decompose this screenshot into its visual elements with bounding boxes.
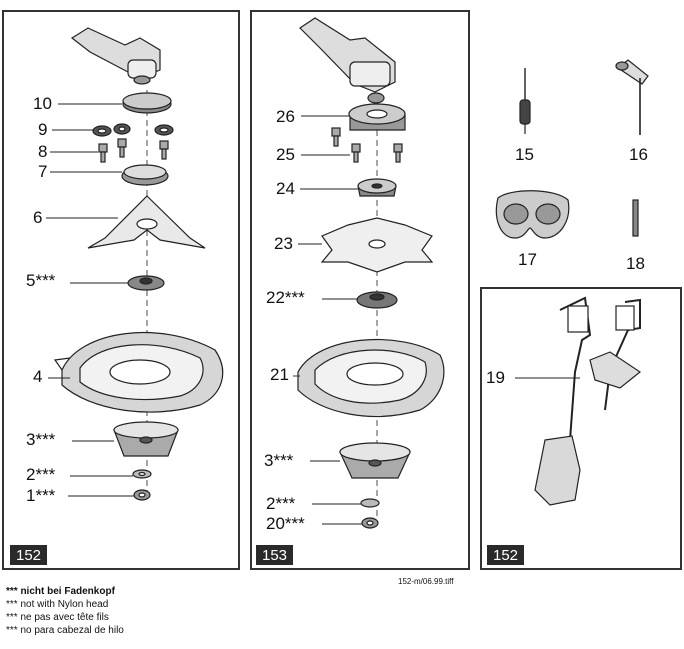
label-part-26: 26 bbox=[276, 107, 295, 126]
label-part-16: 16 bbox=[629, 145, 648, 164]
footnote-german: *** nicht bei Fadenkopf bbox=[6, 586, 115, 597]
harness-panel bbox=[480, 287, 682, 570]
label-part-5: 5*** bbox=[26, 271, 56, 290]
footnote-spanish: *** no para cabezal de hilo bbox=[6, 625, 124, 636]
part-16-socket-wrench bbox=[615, 59, 649, 135]
label-part-15: 15 bbox=[515, 145, 534, 164]
label-part-1: 1*** bbox=[26, 486, 56, 505]
label-part-2: 2*** bbox=[26, 465, 56, 484]
panel-badge-middle: 153 bbox=[256, 545, 294, 565]
part-18-pin bbox=[632, 199, 639, 237]
footnote-french: *** ne pas avec tête fils bbox=[6, 612, 109, 623]
label-part-20: 20*** bbox=[266, 514, 305, 533]
exploded-view-panel-left bbox=[2, 10, 240, 570]
label-part-9: 9 bbox=[38, 120, 48, 139]
gearbox-head-left bbox=[70, 27, 161, 85]
label-part-7: 7 bbox=[38, 162, 48, 181]
image-filename: 152-m/06.99.tiff bbox=[398, 577, 454, 586]
label-part-10: 10 bbox=[33, 94, 52, 113]
label-part-22: 22*** bbox=[266, 288, 305, 307]
part-3-cup bbox=[113, 421, 179, 457]
label-part-2-middle: 2*** bbox=[266, 494, 296, 513]
label-part-19: 19 bbox=[486, 368, 505, 387]
footnote-english: *** not with Nylon head bbox=[6, 599, 109, 610]
part-26-flange bbox=[348, 103, 406, 131]
part-25-bolts bbox=[331, 127, 403, 163]
label-part-21: 21 bbox=[270, 365, 289, 384]
panel-badge-right: 152 bbox=[487, 545, 525, 565]
panel-badge-left: 152 bbox=[10, 545, 48, 565]
label-part-3-middle: 3*** bbox=[264, 451, 294, 470]
part-21-guard bbox=[297, 338, 445, 417]
part-9-nuts bbox=[92, 123, 174, 137]
part-15-screwdriver bbox=[519, 68, 531, 134]
part-8-bolts bbox=[98, 138, 169, 163]
gearbox-head-middle bbox=[299, 17, 396, 104]
label-part-25: 25 bbox=[276, 145, 295, 164]
label-part-6: 6 bbox=[33, 208, 43, 227]
part-24-nut bbox=[357, 178, 397, 197]
label-part-3: 3*** bbox=[26, 430, 56, 449]
label-part-4: 4 bbox=[33, 367, 43, 386]
part-4-guard bbox=[53, 332, 224, 413]
label-part-24: 24 bbox=[276, 179, 295, 198]
part-2-washer-middle bbox=[360, 498, 380, 508]
label-part-23: 23 bbox=[274, 234, 293, 253]
label-part-17: 17 bbox=[518, 250, 537, 269]
part-3-cup-middle bbox=[339, 442, 411, 479]
part-19-harness bbox=[515, 296, 642, 506]
label-part-8: 8 bbox=[38, 142, 48, 161]
part-17-goggles bbox=[495, 190, 570, 239]
label-part-18: 18 bbox=[626, 254, 645, 273]
